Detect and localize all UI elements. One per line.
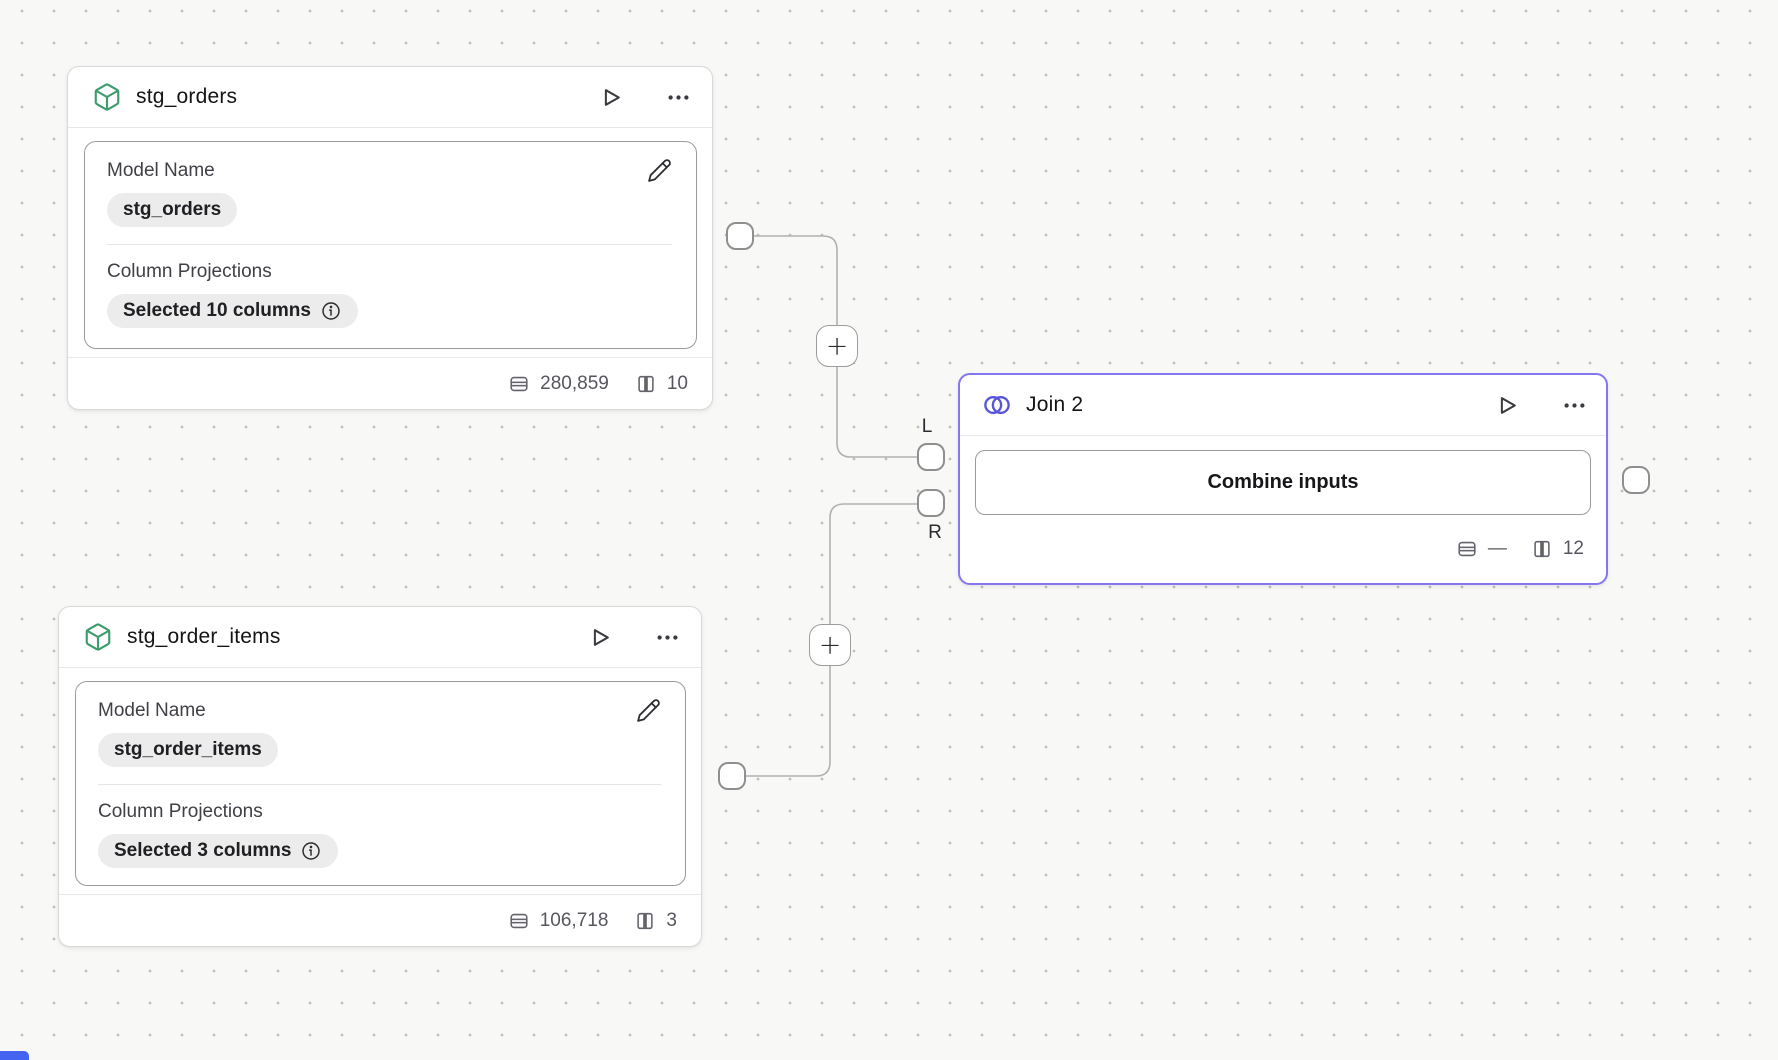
node-body: Model Name stg_orders Column Projections… (68, 128, 712, 357)
model-name-value: stg_order_items (114, 739, 262, 760)
node-join-2[interactable]: Join 2 Combine inputs — (958, 373, 1608, 585)
row-count-stat: 106,718 (508, 909, 609, 932)
model-name-pill[interactable]: stg_orders (107, 193, 238, 227)
table-columns-icon (1531, 538, 1553, 560)
add-step-button-top-edge[interactable]: + (816, 325, 858, 367)
edit-model-name-button[interactable] (647, 158, 672, 183)
model-name-pill[interactable]: stg_order_items (98, 733, 278, 767)
node-footer: 106,718 3 (59, 895, 701, 946)
node-title: stg_order_items (127, 625, 281, 648)
column-count-value: 10 (666, 372, 688, 394)
divider (68, 357, 712, 358)
divider (98, 784, 661, 785)
output-port-join[interactable] (1622, 466, 1650, 494)
venn-overlap-icon (982, 390, 1012, 420)
node-body: Model Name stg_order_items Column Projec… (59, 668, 701, 894)
info-circle-icon (320, 300, 342, 322)
node-body: Combine inputs (960, 436, 1606, 515)
right-port-label: R (928, 522, 942, 543)
bottom-left-toolbar-chip[interactable] (0, 1051, 29, 1060)
divider (960, 435, 1606, 436)
column-projections-label: Column Projections (98, 801, 263, 822)
node-header: Join 2 (960, 375, 1606, 435)
node-menu-button[interactable] (1561, 392, 1588, 419)
divider (59, 894, 701, 895)
add-step-button-bottom-edge[interactable]: + (809, 624, 851, 666)
model-name-row: Model Name (98, 698, 661, 724)
divider (59, 667, 701, 668)
row-count-value: — (1487, 538, 1507, 559)
node-title: Join 2 (1026, 393, 1084, 416)
node-title: stg_orders (136, 85, 238, 108)
left-port-label: L (921, 416, 933, 437)
column-count-stat: 10 (635, 373, 688, 395)
node-header: stg_orders (68, 67, 712, 127)
edit-model-name-button[interactable] (636, 698, 661, 723)
node-footer: 280,859 10 (68, 358, 712, 409)
run-node-button[interactable] (1494, 392, 1521, 419)
column-projections-pill[interactable]: Selected 10 columns (107, 294, 358, 328)
column-projections-pill[interactable]: Selected 3 columns (98, 834, 339, 868)
node-stg-orders[interactable]: stg_orders Model Name stg_orders (67, 66, 713, 410)
column-count-stat: 12 (1531, 538, 1584, 560)
node-stg-order-items[interactable]: stg_order_items Model Name stg_order (58, 606, 702, 947)
info-circle-icon (300, 840, 322, 862)
column-count-value: 3 (666, 909, 677, 931)
table-rows-icon (508, 373, 530, 395)
row-count-stat: 280,859 (508, 373, 609, 395)
node-menu-button[interactable] (665, 84, 692, 111)
combine-inputs-button[interactable]: Combine inputs (975, 450, 1591, 515)
divider (107, 244, 672, 245)
output-port-stg-order-items[interactable] (718, 762, 746, 790)
model-name-value: stg_orders (123, 199, 222, 220)
table-columns-icon (634, 910, 656, 932)
join-left-input-port[interactable] (917, 443, 945, 471)
run-node-button[interactable] (587, 624, 614, 651)
table-columns-icon (635, 373, 657, 395)
row-count-value: 106,718 (539, 909, 609, 931)
model-config-card: Model Name stg_order_items Column Projec… (75, 681, 686, 886)
column-projections-value: Selected 3 columns (114, 840, 292, 861)
node-header: stg_order_items (59, 607, 701, 667)
output-port-stg-orders[interactable] (726, 222, 754, 250)
node-menu-button[interactable] (654, 624, 681, 651)
table-rows-icon (508, 910, 530, 932)
divider (68, 127, 712, 128)
row-count-stat: — (1456, 538, 1507, 560)
table-rows-icon (1456, 538, 1478, 560)
column-projections-value: Selected 10 columns (123, 300, 311, 321)
model-config-card: Model Name stg_orders Column Projections… (84, 141, 697, 349)
column-projections-label: Column Projections (107, 261, 272, 282)
row-count-value: 280,859 (540, 372, 609, 394)
model-cube-icon (83, 622, 113, 652)
run-node-button[interactable] (598, 84, 625, 111)
model-cube-icon (92, 82, 122, 112)
model-name-label: Model Name (107, 160, 215, 181)
join-right-input-port[interactable] (917, 489, 945, 517)
model-name-row: Model Name (107, 158, 672, 184)
node-footer: — 12 (960, 515, 1606, 583)
column-count-value: 12 (1562, 538, 1584, 559)
model-name-label: Model Name (98, 700, 206, 721)
column-count-stat: 3 (634, 910, 677, 932)
